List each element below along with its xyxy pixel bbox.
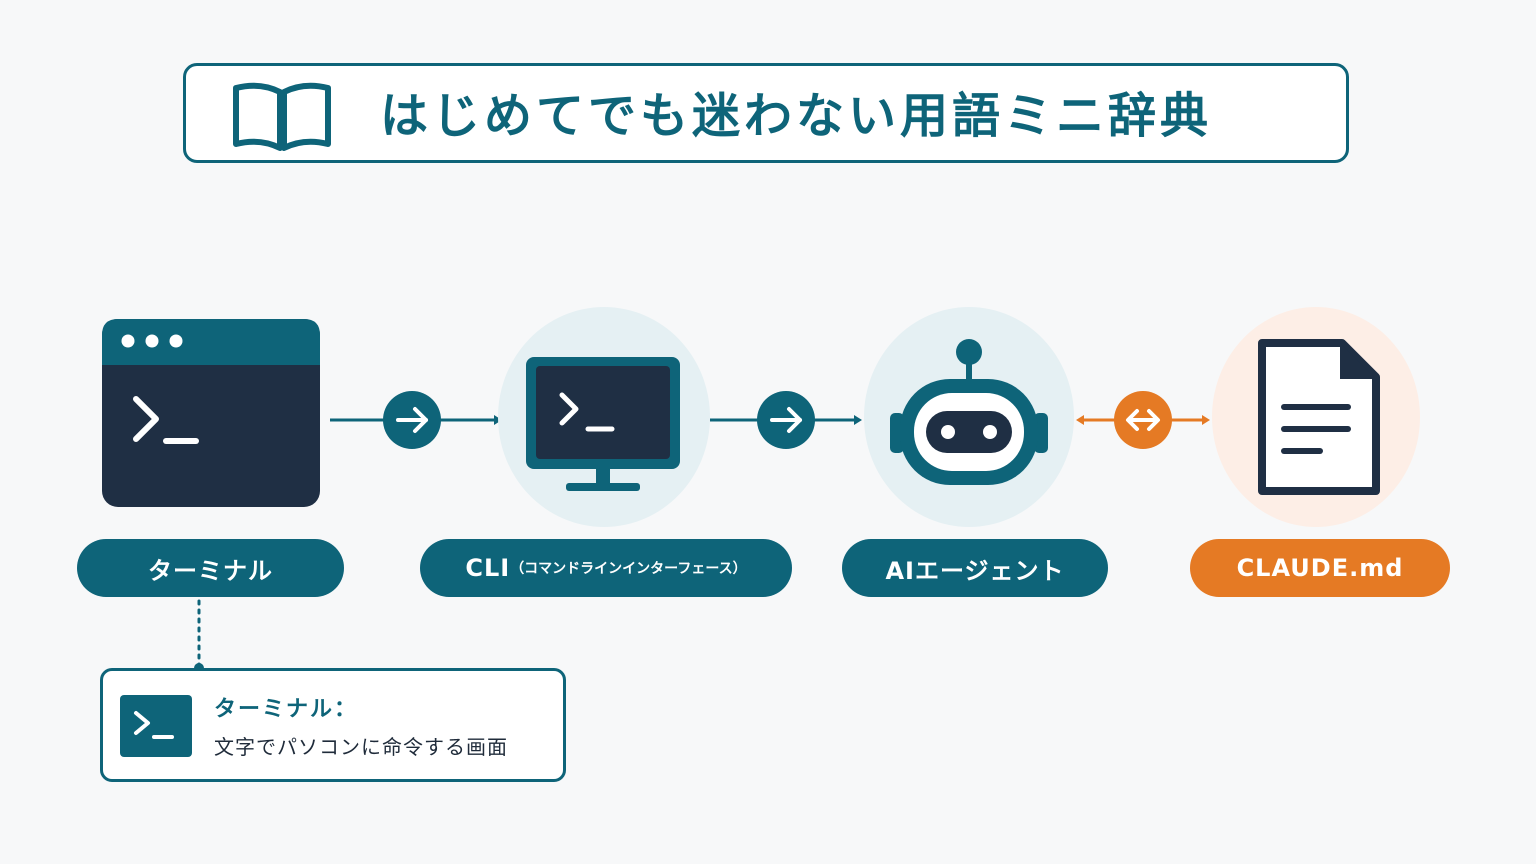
node-label-text: ターミナル xyxy=(148,556,273,585)
callout-leader-line xyxy=(194,599,204,673)
arrow-bidirectional-icon xyxy=(1114,391,1172,449)
callout-description: 文字でパソコンに命令する画面 xyxy=(214,735,508,759)
arrow-right-icon xyxy=(383,391,441,449)
book-open-icon xyxy=(233,82,331,151)
node-label-text: AIエージェント xyxy=(885,556,1065,585)
node-label-agent: AIエージェント xyxy=(842,539,1108,597)
terminal-window-icon xyxy=(102,319,320,507)
connector-agent-claude xyxy=(1076,391,1210,449)
page-title: はじめてでも迷わない用語ミニ辞典 xyxy=(380,88,1213,144)
node-label-claude-md: CLAUDE.md xyxy=(1190,539,1450,597)
terminal-prompt-icon xyxy=(120,695,192,757)
title-banner xyxy=(183,63,1349,163)
callout-title: ターミナル： xyxy=(214,697,359,722)
node-label-text: CLAUDE.md xyxy=(1236,554,1404,582)
node-label-terminal: ターミナル xyxy=(77,539,344,597)
node-label-subtext: （コマンドラインインターフェース） xyxy=(510,561,747,577)
node-label-text: CLI xyxy=(465,554,511,582)
document-icon xyxy=(1212,307,1420,527)
node-label-cli: CLI（コマンドラインインターフェース） xyxy=(420,539,792,597)
connector-cli-agent xyxy=(710,391,862,449)
robot-icon xyxy=(864,307,1074,527)
monitor-prompt-icon xyxy=(498,307,710,527)
arrow-right-icon xyxy=(757,391,815,449)
connector-terminal-cli xyxy=(330,391,502,449)
